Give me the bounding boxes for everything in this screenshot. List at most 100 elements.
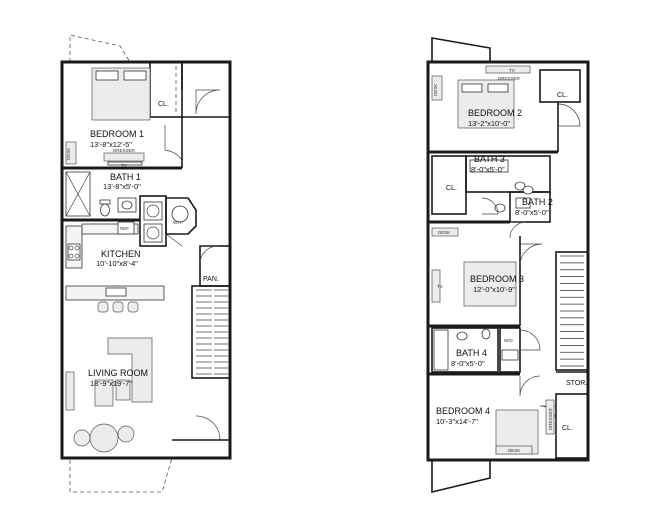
desk [431, 227, 459, 237]
pillow [461, 83, 483, 93]
dining-chair [73, 429, 91, 447]
bedroom4-name: BEDROOM 4 [436, 406, 490, 416]
tv-label: TV [509, 68, 515, 73]
bottom-balcony-outline [69, 457, 173, 493]
living-room-dim: 18'-9"x19'-7" [90, 379, 132, 388]
tv-console [65, 371, 75, 411]
basin [121, 200, 133, 210]
bedroom2-door [557, 103, 581, 127]
bath3-tub [469, 159, 509, 173]
bedroom3-door [519, 243, 543, 267]
bedroom1-closet-wall [149, 61, 183, 118]
bath4-toilet [481, 328, 491, 340]
burner [74, 245, 80, 251]
tv-label: TV [437, 284, 443, 289]
top-balcony-outline [69, 34, 131, 63]
bedroom4-closet-label: CL. [562, 425, 573, 432]
tv-label: TV [121, 163, 127, 168]
dining-chair [117, 425, 135, 443]
bath2-name: BATH 2 [522, 197, 553, 207]
bath3-sink [494, 203, 506, 213]
island-sink [105, 287, 127, 297]
dresser [545, 399, 555, 435]
bar-stool [112, 301, 124, 313]
toilet [100, 203, 110, 217]
armchair [94, 379, 114, 407]
kitchen-dim: 10'-10"x8'-4" [96, 259, 138, 268]
storage-label: STOR. [566, 380, 587, 387]
top-balcony [431, 37, 491, 63]
refrigerator-label: REF. [120, 226, 130, 231]
kitchen-name: KITCHEN [101, 249, 141, 259]
first-floor-plan: CL. DESK DRESSER TV BEDROOM 1 13'-8"x12'… [60, 34, 232, 493]
bath3-door [481, 197, 499, 215]
bedroom3-closet-label: CL. [446, 185, 457, 192]
bedroom2-dim: 13'-2"x10'-0" [468, 119, 510, 128]
water-heater [171, 205, 189, 223]
kitchen-counter-top [81, 223, 139, 235]
bedroom4-closet [555, 393, 589, 459]
bottom-balcony [431, 459, 491, 494]
pillow [487, 83, 509, 93]
dresser [431, 269, 441, 303]
bath2-dim: 8'-0"x5'-0" [515, 208, 549, 217]
bedroom2-closet-label: CL. [557, 92, 568, 99]
bath2-sink [515, 197, 531, 209]
pillow [95, 70, 119, 81]
living-room-name: LIVING ROOM [88, 368, 148, 378]
desk [431, 75, 443, 101]
bath3-wall [465, 155, 551, 193]
dryer [143, 223, 163, 243]
laundry-door [165, 233, 183, 247]
balcony-door [195, 415, 221, 441]
burner [74, 253, 80, 259]
washer-dryer-label: W/D [504, 338, 513, 343]
bar-stool [127, 301, 139, 313]
washer [143, 201, 163, 221]
dryer-drum [146, 226, 160, 240]
bedroom1-door [164, 125, 183, 161]
burner [68, 253, 74, 259]
bedroom1-dim: 13'-8"x12'-5" [90, 140, 132, 149]
bath1-name: BATH 1 [110, 172, 141, 182]
water-heater-label: W.H. [173, 220, 183, 225]
bar-stool [97, 301, 109, 313]
dining-table [89, 423, 119, 453]
second-floor-plan: CL. DRESSER TV DESK BEDROOM 2 13'-2"x10'… [426, 37, 590, 494]
burner [68, 245, 74, 251]
desk-label: DESK [433, 84, 438, 96]
coffee-table [115, 379, 131, 401]
bath3-dim: 8'-0"x5'-0" [471, 165, 505, 174]
closet-label: CL. [158, 101, 169, 108]
dresser [485, 65, 531, 74]
stair-wall [191, 285, 231, 379]
stair-treads [196, 289, 228, 375]
dresser-label: DRESSER [548, 407, 553, 430]
bedroom3-name: BEDROOM 3 [470, 274, 524, 284]
bed [463, 261, 517, 307]
desk [495, 445, 533, 455]
desk-label: DESK [66, 148, 71, 160]
bath2-toilet [522, 185, 534, 195]
shower-x [65, 171, 91, 217]
entry-door [195, 89, 221, 115]
bath3-name: BATH 3 [474, 154, 505, 164]
tv [107, 161, 143, 166]
bedroom4-door [519, 375, 541, 397]
bedroom2-name: BEDROOM 2 [468, 108, 522, 118]
bath4-sink [456, 331, 468, 341]
desk [65, 141, 77, 165]
bedroom2-closet-wall [539, 69, 581, 103]
bedroom4-dim: 10'-3"x14'-7" [436, 417, 478, 426]
bedroom3-dim: 12'-0"x10'-9" [473, 285, 515, 294]
desk-label: DESK [438, 230, 450, 235]
stair-treads [560, 255, 584, 367]
bath4-name: BATH 4 [456, 348, 487, 358]
toilet-tank [99, 199, 111, 205]
bath4-tub [433, 329, 449, 371]
washer [501, 349, 519, 361]
washer-drum [146, 204, 160, 218]
bedroom1-name: BEDROOM 1 [90, 129, 144, 139]
laundry-door [519, 329, 541, 351]
